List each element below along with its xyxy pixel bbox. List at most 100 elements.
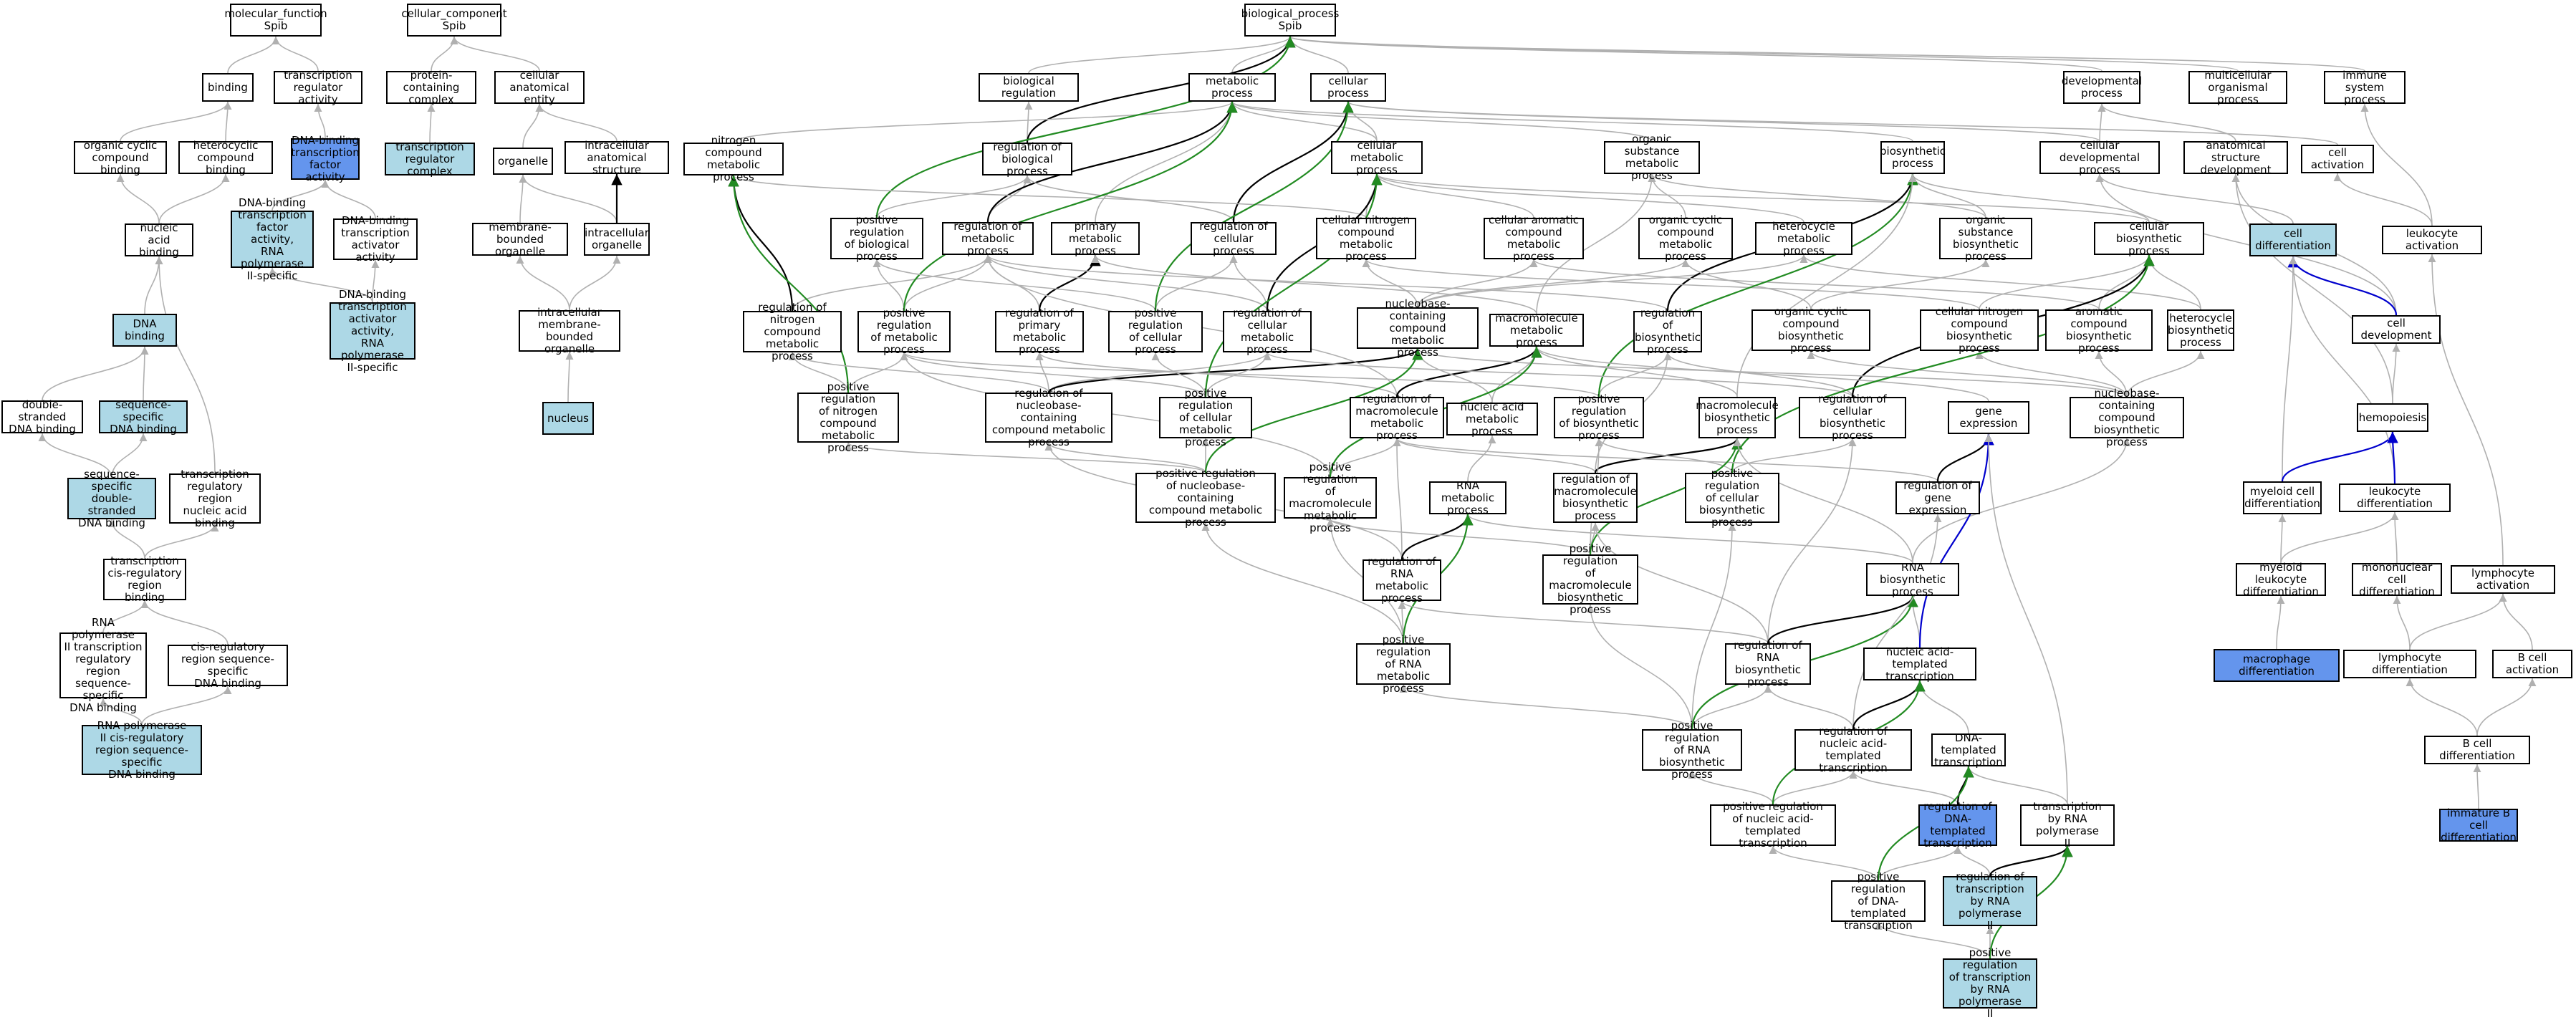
edge-reg-rna-biosyn-to-rna-biosyn (1767, 595, 1918, 644)
edge-cell-dev-to-cell-diff (2287, 256, 2398, 316)
go-term-pos-reg-macro-metab: positive regulation of macromolecule met… (1284, 461, 1377, 534)
go-term-arom-biosyn: aromatic compound biosynthetic process (2045, 306, 2153, 355)
go-term-reg-prim: regulation of primary metabolic process (995, 307, 1084, 356)
edge-arom-biosyn-to-cell-arom-metab (1529, 259, 2100, 310)
go-term-org-sub-metab: organic substance metabolic process (1604, 133, 1700, 182)
edge-pos-reg-cell-metab-to-pos-reg-cell (1151, 352, 1206, 398)
edge-reg-na-trans-to-reg-gene-expr (1852, 514, 1942, 730)
go-term-reg-macro-metab: regulation of macromolecule metabolic pr… (1350, 393, 1444, 442)
go-term-pos-reg-trans-pol2: positive regulation of transcription by … (1943, 947, 2037, 1020)
go-term-cell-arom-metab: cellular aromatic compound metabolic pro… (1484, 214, 1584, 263)
go-term-mono-diff: mononuclear cell differentiation (2352, 561, 2442, 597)
edge-reg-trans-pol2-to-reg-dna-trans (1953, 845, 1991, 877)
go-term-organelle: organelle (493, 148, 553, 175)
go-term-pos-reg-cell-biosyn: positive regulation of cellular biosynth… (1685, 467, 1779, 528)
edge-pos-reg-cell-metab-to-cell-metab (1204, 173, 1383, 398)
edge-nb-metab-to-hetcyc-metab (1417, 254, 1808, 308)
edge-tr-complex-to-prot-complex (427, 103, 436, 143)
edge-intra-org-to-organelle (519, 174, 617, 223)
edge-reg-gene-expr-to-reg-macro-metab (1393, 438, 1938, 482)
go-term-gene-expr: gene expression (1948, 401, 2029, 434)
edge-pos-reg-nb-metab-to-nb-metab (1204, 348, 1423, 473)
edge-nb-metab-to-cell-arom-metab (1417, 259, 1538, 308)
edge-rna-biosyn-to-rna-metab (1464, 514, 1913, 564)
edge-myeloid-leuk-diff-to-leuk-diff (2280, 511, 2399, 564)
go-term-reg-cell-biosyn: regulation of cellular biosynthetic proc… (1799, 393, 1906, 442)
go-term-pos-reg-rna-biosyn: positive regulation of RNA biosynthetic … (1642, 719, 1742, 780)
edge-pos-reg-na-trans-to-pos-reg-rna-biosyn (1688, 770, 1774, 805)
edge-bcell-act-to-lymph-act (2499, 593, 2533, 650)
go-term-lymph-act: lymphocyte activation (2451, 565, 2555, 594)
go-term-hetcyc-biosyn: heterocycle biosynthetic process (2167, 309, 2234, 351)
go-term-mem-org: membrane-bounded organelle (472, 221, 568, 257)
edge-ss-ds-dna-to-ss-dna (111, 433, 148, 478)
go-term-myeloid-leuk-diff: myeloid leukocyte differentiation (2236, 561, 2326, 597)
edge-pos-reg-cell-metab-to-pos-reg-metab (900, 352, 1206, 398)
edge-leuk-diff-to-hemato (2387, 431, 2398, 484)
go-term-cis-reg-bind: cis-regulatory region sequence-specific … (168, 641, 288, 690)
go-term-intra-anat: intracellular anatomical structure (564, 139, 669, 175)
edge-reg-metab-to-metab (986, 101, 1238, 223)
go-term-org-cyc-metab: organic cyclic compound metabolic proces… (1638, 214, 1733, 263)
go-term-org-sub-biosyn: organic substance biosynthetic process (1939, 214, 2032, 263)
edge-na-trans-to-rna-biosyn (1908, 595, 1921, 648)
edge-intra-mem-org-to-intra-org (569, 255, 621, 311)
go-term-pos-reg-dna-trans: positive regulation of DNA-templated tra… (1831, 870, 1926, 931)
edge-lymph-diff-to-mono-diff (2393, 595, 2411, 650)
edge-macro-biosyn-to-macro-metab (1532, 346, 1738, 398)
edge-anat-dev-to-devproc (2097, 103, 2236, 142)
edge-pos-reg-cell-biosyn-to-reg-cell-biosyn (1731, 438, 1857, 473)
edge-cell-nitro-biosyn-to-cell-biosyn (1979, 254, 2153, 310)
edge-nitro-metab-to-metab (733, 101, 1236, 143)
edge-pos-reg-bio-to-bp (875, 36, 1296, 218)
go-term-multicell: multicellular organismal process (2188, 69, 2287, 105)
edge-tcr-bind-to-ss-ds-dna (107, 519, 145, 559)
edge-pos-reg-metab-to-reg-metab (903, 254, 992, 312)
go-term-leuk-act: leukocyte activation (2382, 226, 2482, 254)
go-term-nucleus: nucleus (542, 402, 594, 435)
edge-gene-expr-to-macro-metab (1532, 346, 1989, 402)
go-term-dbtf-act: DNA-binding transcription factor activit… (291, 134, 360, 183)
go-term-pos-reg-rna-metab: positive regulation of RNA metabolic pro… (1356, 633, 1451, 694)
edge-pos-reg-rna-biosyn-to-pos-reg-macro-biosyn (1586, 604, 1693, 730)
go-term-devproc: developmental process (2062, 71, 2142, 104)
go-term-org-cyc-biosyn: organic cyclic compound biosynthetic pro… (1751, 306, 1870, 355)
go-term-reg-metab: regulation of metabolic process (942, 220, 1034, 256)
edge-immune-to-bp (1287, 36, 2365, 72)
edge-reg-nb-metab-to-nb-metab (1047, 348, 1423, 393)
go-term-dna-trans: DNA-templated transcription (1931, 731, 2006, 768)
go-term-na-trans: nucleic acid-templated transcription (1863, 645, 1976, 682)
go-term-reg-na-trans: regulation of nucleic acid-templated tra… (1794, 726, 1912, 774)
go-term-reg-biosyn: regulation of biosynthetic process (1633, 307, 1702, 356)
go-term-cell-act: cell activation (2301, 145, 2374, 173)
edge-reg-cell-metab-to-reg-metab (984, 254, 1268, 312)
edge-reg-macro-metab-to-macro-metab (1395, 346, 1542, 398)
edge-trans-pol2-to-gene-expr (1984, 433, 2068, 805)
go-term-reg-dna-trans: regulation of DNA-templated transcriptio… (1918, 801, 1997, 850)
edge-reg-dna-trans-to-reg-na-trans (1849, 770, 1959, 805)
edge-pos-reg-macro-metab-to-pos-reg-metab (900, 352, 1331, 478)
edge-prot-complex-to-cc (431, 36, 458, 72)
go-term-trans-reg-act: transcription regulator activity (274, 69, 362, 105)
edge-nb-biosyn-to-cell-nitro-biosyn (1975, 350, 2128, 398)
go-term-reg-rna-metab: regulation of RNA metabolic process (1363, 556, 1441, 605)
go-term-ss-ds-dna: sequence-specific double-stranded DNA bi… (67, 468, 156, 529)
edge-bcell-diff-to-lymph-diff (2406, 678, 2478, 736)
edge-rna-metab-to-na-metab (1467, 435, 1496, 482)
go-term-macro-biosyn: macromolecule biosynthetic process (1696, 397, 1779, 438)
edge-pos-reg-macro-biosyn-to-pos-reg-macro-metab (1326, 518, 1591, 555)
edge-reg-rna-biosyn-to-reg-cell-biosyn (1767, 438, 1857, 644)
edge-leuk-act-to-cell-act (2333, 173, 2433, 226)
edge-cell-metab-to-metab (1228, 101, 1378, 142)
edge-hetcyc-biosyn-to-cell-biosyn (2145, 254, 2201, 310)
edge-dbt-act-pol2-to-dbt-act-act (371, 259, 380, 303)
go-term-imm-bcell-diff: immature B cell differentiation (2439, 807, 2518, 843)
edge-myeloid-leuk-diff-to-myeloid-diff (2278, 514, 2287, 564)
edge-rna-biosyn-to-nb-biosyn (1912, 438, 2131, 564)
go-term-tcr-bind: transcription cis-regulatory region bind… (103, 555, 186, 604)
edge-reg-biosyn-to-reg-metab (984, 254, 1668, 312)
edge-reg-prim-to-prim-metab (1038, 254, 1101, 312)
go-term-intra-mem-org: intracellular membrane-bounded organelle (519, 307, 620, 355)
edge-ds-dna-to-dna-bind (42, 346, 149, 401)
